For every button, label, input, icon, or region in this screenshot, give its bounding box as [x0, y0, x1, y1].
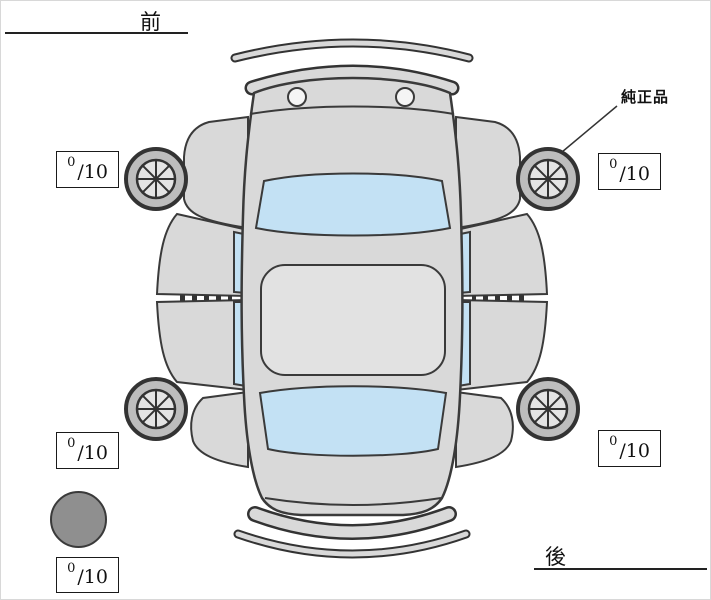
- tread-score-value: 0: [67, 436, 76, 451]
- hood-cowl-line: [249, 105, 455, 115]
- roof-panel: [260, 264, 446, 376]
- tread-score-value: 0: [609, 157, 618, 172]
- tread-score-box-rear-right: 0 /10: [598, 430, 661, 467]
- genuine-part-label: 純正品: [621, 88, 670, 106]
- tread-score-value: 0: [67, 560, 76, 576]
- front-bumper: [247, 67, 457, 93]
- front-label: 前: [140, 10, 162, 34]
- tread-score-scale: /10: [77, 441, 108, 464]
- rear-bumper: [249, 508, 455, 538]
- tread-score-box-front-right: 0 /10: [598, 153, 661, 190]
- wheel-front-left: [124, 147, 188, 211]
- front-rail: [232, 40, 472, 61]
- tread-score-value: 0: [67, 155, 76, 170]
- front-underline: [5, 32, 188, 34]
- tread-score-scale: /10: [77, 566, 108, 588]
- windshield: [254, 172, 452, 237]
- hood-right-circle: [395, 87, 415, 107]
- genuine-part-pointer-line: [561, 105, 618, 153]
- tread-score-scale: /10: [619, 162, 650, 185]
- tread-score-box-spare: 0 /10: [56, 557, 119, 593]
- tread-score-scale: /10: [77, 160, 108, 183]
- tread-score-scale: /10: [619, 439, 650, 462]
- hood-left-circle: [287, 87, 307, 107]
- rear-label: 後: [545, 545, 567, 569]
- rear-underline: [534, 568, 707, 570]
- rear-window: [258, 385, 448, 457]
- spare-tire-circle: [50, 491, 107, 548]
- tread-score-box-rear-left: 0 /10: [56, 432, 119, 469]
- rear-rail: [235, 531, 469, 557]
- tread-score-box-front-left: 0 /10: [56, 151, 119, 188]
- tread-score-value: 0: [609, 434, 618, 449]
- trunk-line: [264, 497, 442, 506]
- wheel-rear-left: [124, 377, 188, 441]
- wheel-front-right: [516, 147, 580, 211]
- wheel-rear-right: [516, 377, 580, 441]
